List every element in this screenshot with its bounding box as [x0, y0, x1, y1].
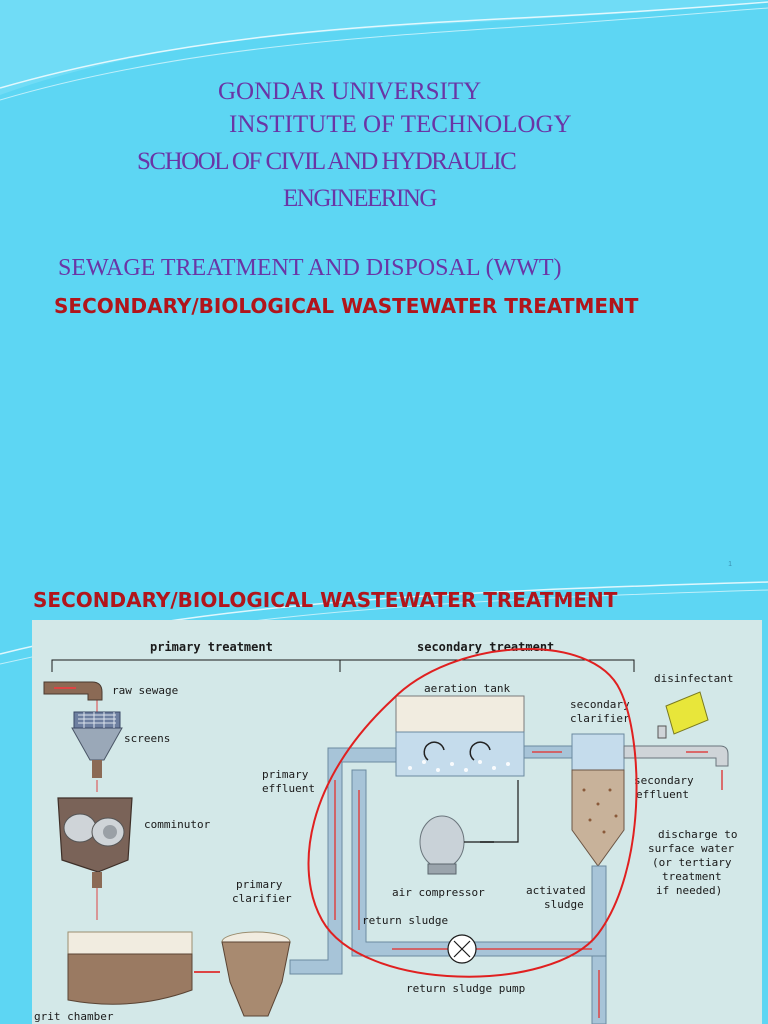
slide2-title: SECONDARY/BIOLOGICAL WASTEWATER TREATMEN…	[33, 588, 618, 612]
course-title: SEWAGE TREATMENT AND DISPOSAL (WWT)	[58, 255, 562, 281]
title-slide: GONDAR UNIVERSITY INSTITUTE OF TECHNOLOG…	[0, 0, 768, 568]
return-sludge-pump-icon	[447, 934, 477, 964]
raw-sewage-label: raw sewage	[112, 684, 178, 697]
discharge-label-4: treatment	[662, 870, 722, 883]
primary-effluent-label-1: primary	[262, 768, 309, 781]
return-sludge-pump-label: return sludge pump	[406, 982, 525, 995]
return-sludge-pipe	[351, 769, 607, 1024]
secondary-effluent-label-2: effluent	[636, 788, 689, 801]
secondary-effluent-label-1: secondary	[634, 774, 694, 787]
secondary-process-highlight	[307, 648, 638, 978]
discharge-label-3: (or tertiary	[652, 856, 732, 869]
primary-clarifier-icon	[221, 931, 291, 1017]
grit-chamber-label: grit chamber	[34, 1010, 114, 1023]
discharge-label-5: if needed)	[656, 884, 722, 897]
decorative-swoosh	[0, 0, 768, 101]
slide-number: 1	[728, 561, 732, 568]
screens-icon	[71, 711, 123, 778]
topic-title: SECONDARY/BIOLOGICAL WASTEWATER TREATMEN…	[54, 294, 639, 318]
school-name-line2: ENGINEERING	[283, 185, 437, 212]
aeration-tank-icon	[395, 695, 525, 777]
discharge-label-1: discharge to	[658, 828, 737, 841]
wastewater-treatment-diagram: primary treatment secondary treatment ra…	[32, 620, 762, 1024]
screens-label: screens	[124, 732, 170, 745]
air-compressor-label: air compressor	[392, 886, 485, 899]
secondary-treatment-header: secondary treatment	[417, 640, 554, 654]
school-name-line1: SCHOOL OF CIVIL AND HYDRAULIC	[137, 148, 517, 175]
content-slide: SECONDARY/BIOLOGICAL WASTEWATER TREATMEN…	[0, 574, 768, 1024]
disinfectant-bottle-icon	[657, 691, 709, 739]
aeration-tank-label: aeration tank	[424, 682, 510, 695]
primary-clarifier-label-1: primary	[236, 878, 283, 891]
discharge-label-2: surface water	[648, 842, 734, 855]
institute-name: INSTITUTE OF TECHNOLOGY	[229, 111, 572, 138]
primary-clarifier-label-2: clarifier	[232, 892, 292, 905]
secondary-clarifier-icon	[571, 733, 625, 867]
activated-sludge-label-1: activated	[526, 884, 586, 897]
raw-sewage-pipe	[43, 681, 103, 701]
primary-treatment-header: primary treatment	[150, 640, 273, 654]
comminutor-icon	[57, 797, 133, 888]
return-sludge-label: return sludge	[362, 914, 448, 927]
disinfectant-label: disinfectant	[654, 672, 733, 685]
comminutor-label: comminutor	[144, 818, 211, 831]
secondary-clarifier-label-1: secondary	[570, 698, 630, 711]
secondary-clarifier-label-2: clarifier	[570, 712, 630, 725]
air-compressor-icon	[419, 780, 519, 875]
university-name: GONDAR UNIVERSITY	[218, 78, 482, 105]
treatment-stage-brackets	[51, 659, 635, 672]
grit-chamber-icon	[67, 931, 193, 1005]
activated-sludge-label-2: sludge	[544, 898, 584, 911]
primary-effluent-label-2: effluent	[262, 782, 315, 795]
